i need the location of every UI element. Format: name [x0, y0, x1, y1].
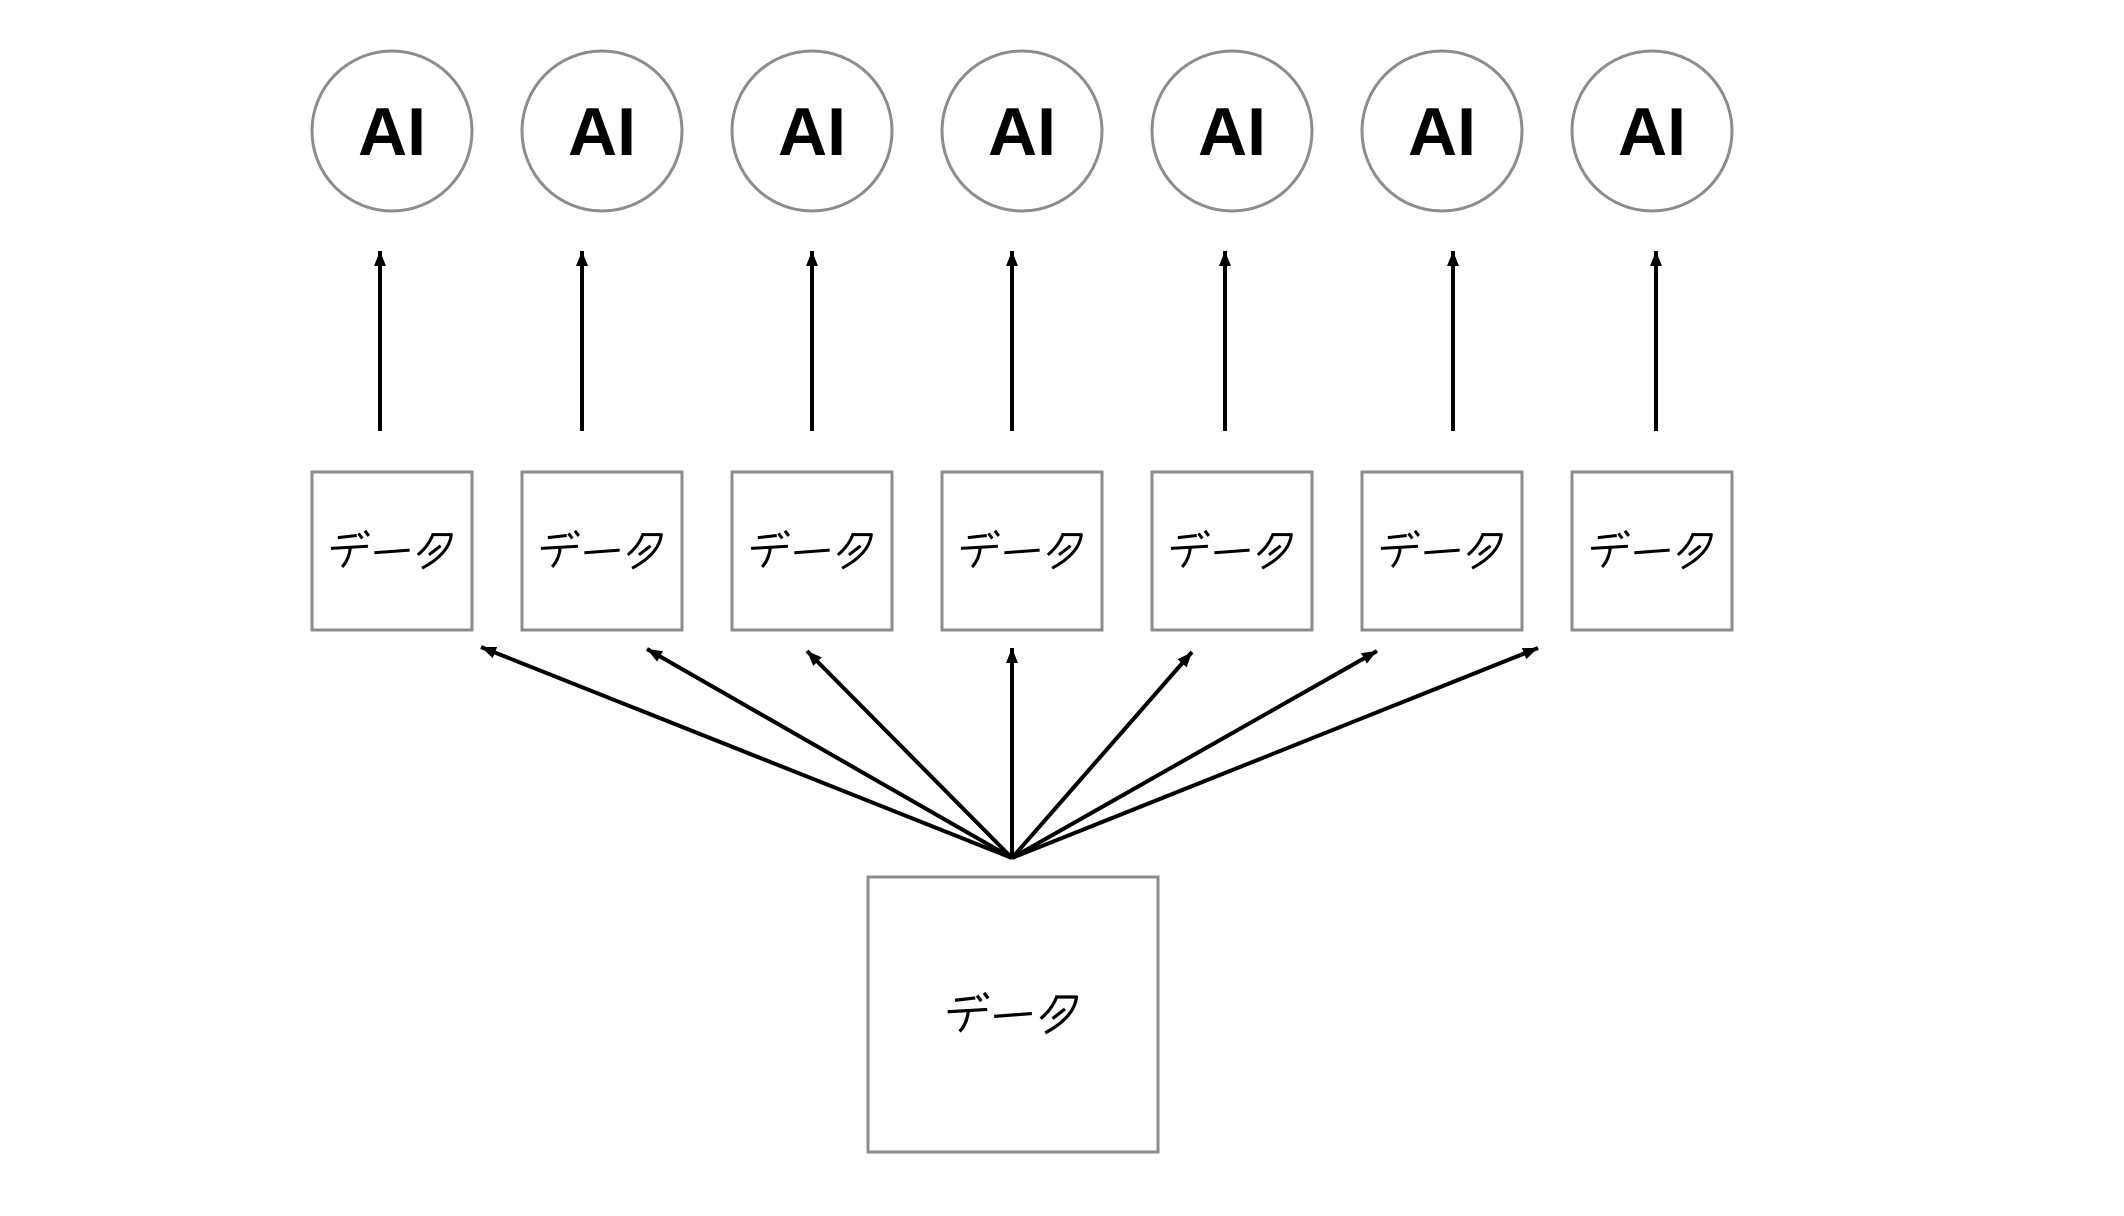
- kana-glyph: [1256, 532, 1293, 570]
- ai-node: AI: [1570, 49, 1734, 213]
- ai-circle: [940, 49, 1104, 213]
- data-box-label: [540, 529, 663, 570]
- ai-circle: [310, 49, 474, 213]
- ai-circle: [1570, 49, 1734, 213]
- ai-label: AI: [568, 94, 636, 170]
- data-box-label: [1380, 529, 1503, 570]
- fan-arrow: [1011, 646, 1539, 860]
- data-box: [1360, 470, 1524, 632]
- kana-glyph: [1170, 529, 1210, 568]
- kana-glyph: [584, 548, 620, 555]
- kana-glyph: [330, 529, 370, 568]
- data-box: [730, 470, 894, 632]
- data-box-label: [1170, 529, 1293, 570]
- source-data-box: [866, 875, 1160, 1154]
- kana-glyph: [836, 532, 873, 570]
- ai-circle: [1360, 49, 1524, 213]
- data-box: [1570, 470, 1734, 632]
- kana-glyph: [1046, 532, 1083, 570]
- kana-glyph: [626, 532, 663, 570]
- kana-glyph: [994, 1011, 1032, 1018]
- ai-node: AI: [940, 49, 1104, 213]
- data-box-label: [960, 529, 1083, 570]
- data-box: [520, 470, 684, 632]
- kana-glyph: [1424, 548, 1460, 555]
- ai-circle: [730, 49, 894, 213]
- kana-glyph: [1676, 532, 1713, 570]
- kana-glyph: [750, 529, 790, 568]
- ai-label: AI: [778, 94, 846, 170]
- data-box: [310, 470, 474, 632]
- ai-node: AI: [730, 49, 894, 213]
- data-box: [940, 470, 1104, 632]
- kana-glyph: [1214, 548, 1250, 555]
- data-box: [1150, 470, 1314, 632]
- ai-circle: [1150, 49, 1314, 213]
- kana-glyph: [374, 548, 410, 555]
- kana-glyph: [794, 548, 830, 555]
- ai-label: AI: [1198, 94, 1266, 170]
- data-box-label: [947, 991, 1079, 1035]
- kana-glyph: [947, 991, 990, 1033]
- data-box-label: [330, 529, 453, 570]
- ai-node: AI: [310, 49, 474, 213]
- kana-glyph: [1004, 548, 1040, 555]
- kana-glyph: [1039, 995, 1079, 1035]
- fan-arrow: [1010, 650, 1194, 860]
- fan-arrow: [805, 649, 1014, 860]
- kana-glyph: [1466, 532, 1503, 570]
- kana-glyph: [1634, 548, 1670, 555]
- kana-glyph: [540, 529, 580, 568]
- ai-label: AI: [988, 94, 1056, 170]
- ai-label: AI: [1408, 94, 1476, 170]
- kana-glyph: [1380, 529, 1420, 568]
- kana-glyph: [416, 532, 453, 570]
- ai-label: AI: [1618, 94, 1686, 170]
- ai-node: AI: [1360, 49, 1524, 213]
- data-box-label: [750, 529, 873, 570]
- kana-glyph: [960, 529, 1000, 568]
- kana-glyph: [1590, 529, 1630, 568]
- ai-node: AI: [1150, 49, 1314, 213]
- fan-arrow: [480, 645, 1013, 860]
- ai-label: AI: [358, 94, 426, 170]
- ai-node: AI: [520, 49, 684, 213]
- fan-arrow: [646, 647, 1013, 860]
- data-box-label: [1590, 529, 1713, 570]
- fan-arrow: [1011, 649, 1378, 860]
- ai-circle: [520, 49, 684, 213]
